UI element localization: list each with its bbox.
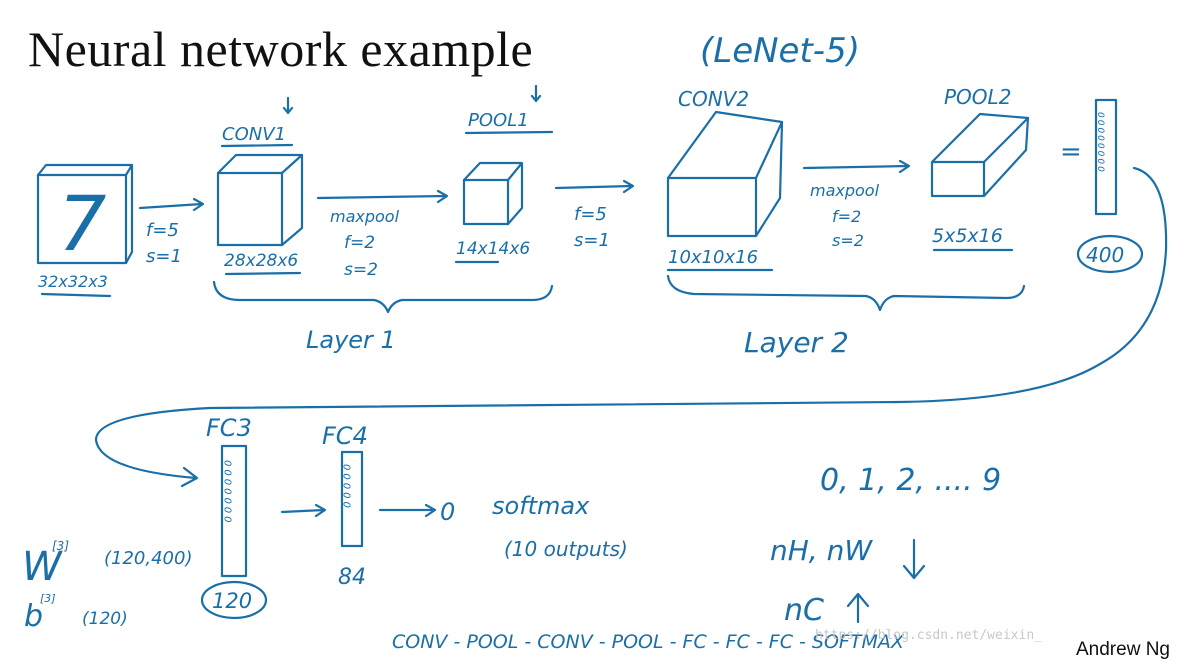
slide-title: Neural network example xyxy=(28,21,534,77)
fc4-vector xyxy=(340,450,364,548)
flatten-size: 400 xyxy=(1086,243,1124,267)
layer2-label: Layer 2 xyxy=(744,326,849,359)
fc4-name: FC4 xyxy=(322,422,368,450)
pool2-cube xyxy=(930,112,1030,198)
arrow-to-conv1 xyxy=(138,197,205,212)
down-arrow-icon xyxy=(902,538,926,580)
digits-text: 0, 1, 2, .... 9 xyxy=(820,463,1001,498)
softmax-node: 0 xyxy=(440,498,455,526)
pool1-dims: 14x14x6 xyxy=(456,239,530,259)
sequence-text: CONV - POOL - CONV - POOL - FC - FC - FC… xyxy=(392,631,905,653)
op3-f: f=5 xyxy=(574,204,607,225)
arrow-to-pool2 xyxy=(802,159,911,174)
input-digit: 7 xyxy=(58,179,106,268)
b3-sup: [3] xyxy=(40,592,56,605)
op4-f: f=2 xyxy=(832,207,861,226)
conv2-dims: 10x10x16 xyxy=(668,247,758,268)
layer1-brace xyxy=(212,280,554,314)
fc3-vector xyxy=(220,444,248,578)
arrow-to-conv2 xyxy=(554,179,635,194)
input-dims: 32x32x3 xyxy=(38,272,108,291)
watermark: https://blog.csdn.net/weixin_ xyxy=(815,628,1042,643)
conv2-name: CONV2 xyxy=(678,87,749,111)
conv1-dims: 28x28x6 xyxy=(224,251,298,271)
op2-f: f=2 xyxy=(344,233,375,253)
fc3-size: 120 xyxy=(212,589,252,613)
w3-symbol: W xyxy=(22,544,63,590)
svg-text:00000: 00000 xyxy=(341,464,352,511)
nc-text: nC xyxy=(784,593,824,628)
op4-s: s=2 xyxy=(832,231,864,250)
flatten-vector xyxy=(1094,98,1118,216)
flatten-eq: = xyxy=(1060,137,1082,167)
pool2-name: POOL2 xyxy=(944,85,1011,109)
w3-sup: [3] xyxy=(52,539,69,553)
fc3-size-circle xyxy=(200,580,268,620)
fc3-name: FC3 xyxy=(206,414,252,442)
author-credit: Andrew Ng xyxy=(1076,639,1170,660)
op4-kind: maxpool xyxy=(810,181,880,200)
arrow-to-pool1 xyxy=(316,189,449,204)
fc4-size: 84 xyxy=(338,565,366,590)
flatten-size-circle xyxy=(1076,234,1144,274)
conv1-cube xyxy=(216,153,304,247)
pool1-name: POOL1 xyxy=(468,110,529,131)
w3-shape: (120,400) xyxy=(104,548,192,569)
b3-symbol: b xyxy=(24,599,43,634)
arrow-to-softmax xyxy=(378,503,437,518)
pool2-dims: 5x5x16 xyxy=(932,225,1003,247)
nh-nw-text: nH, nW xyxy=(770,534,873,567)
conv1-name: CONV1 xyxy=(222,124,286,145)
layer1-label: Layer 1 xyxy=(306,326,396,354)
b3-shape: (120) xyxy=(82,609,128,629)
arrow-to-fc4 xyxy=(280,503,327,518)
op2-s: s=2 xyxy=(344,260,378,280)
op2-kind: maxpool xyxy=(330,207,400,226)
layer2-brace xyxy=(666,274,1026,312)
op3-s: s=1 xyxy=(574,230,610,251)
softmax-outputs: (10 outputs) xyxy=(504,537,628,561)
softmax-label: softmax xyxy=(492,492,590,520)
input-cube: 7 xyxy=(36,163,134,268)
op1-s: s=1 xyxy=(146,246,182,267)
conv2-cube xyxy=(666,110,784,238)
up-arrow-icon xyxy=(846,592,870,624)
connector-curve xyxy=(94,166,1168,488)
subtitle-text: (LeNet-5) xyxy=(700,31,860,71)
svg-text:00000000: 00000000 xyxy=(1095,112,1105,174)
op1-f: f=5 xyxy=(146,220,179,241)
pool1-cube xyxy=(462,161,524,226)
svg-text:0000000: 0000000 xyxy=(222,460,233,526)
